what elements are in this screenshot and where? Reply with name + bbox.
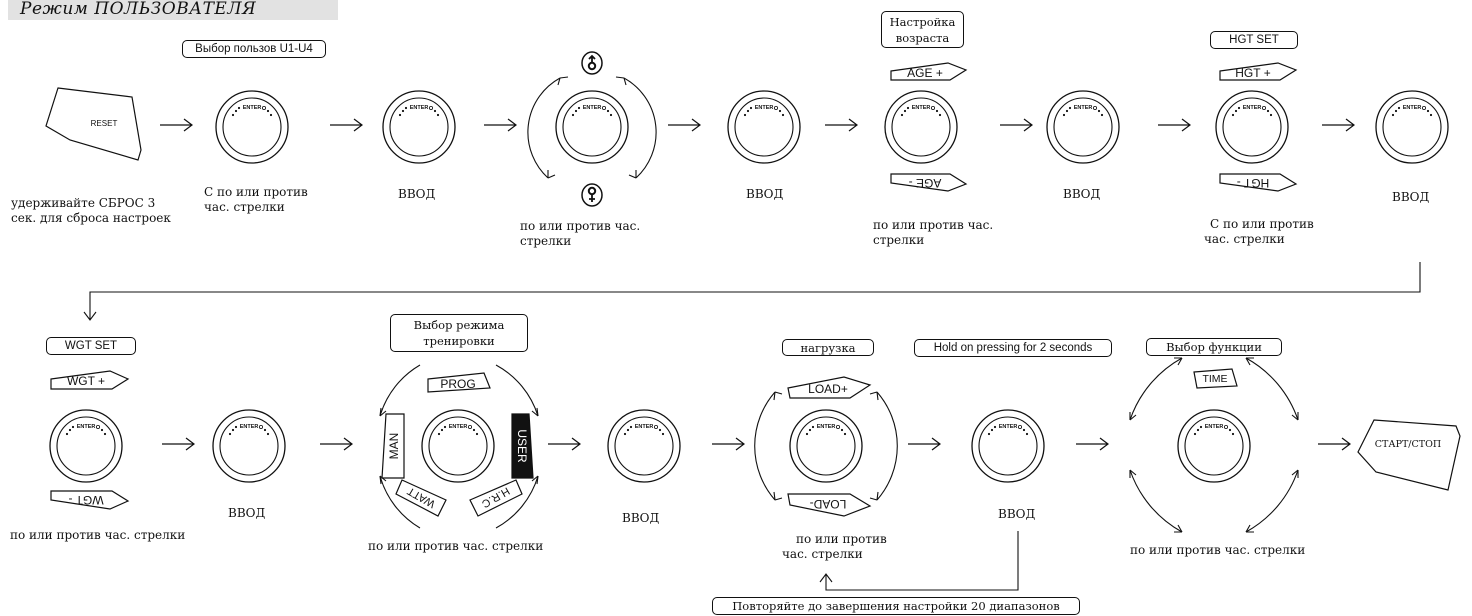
function-caption: по или против час. стрелки [1130,543,1306,557]
female-icon [581,183,603,207]
wgt-set-box: WGT SET [46,337,136,355]
age-minus-button [890,173,968,192]
age-box-line2: возраста [895,31,950,45]
reset-caption-line1: удерживайте СБРОС 3 [11,196,156,210]
enter-knob[interactable] [727,90,801,164]
load-plus-label: LOAD+ [808,382,848,396]
enter-knob[interactable] [884,90,958,164]
enter-knob[interactable] [215,90,289,164]
enter-caption: ВВОД [398,187,436,201]
enter-knob[interactable] [555,90,629,164]
age-setting-box: Настройка возраста [881,11,964,48]
mode-box-line1: Выбор режима [413,318,505,332]
load-caption-line1: по или против [796,532,887,546]
gender-caption-line2: стрелки [520,234,572,248]
repeat-box: Повторяйте до завершения настройки 20 ди… [712,597,1080,615]
wgt-plus-label: WGT + [67,374,105,388]
enter-caption: ВВОД [746,187,784,201]
load-plus-button [787,376,872,399]
male-icon [581,51,603,75]
enter-knob[interactable] [971,409,1045,483]
wgt-minus-label: WGT - [68,493,103,507]
load-minus-button [787,493,872,517]
repeat-loop [819,531,1019,591]
enter-caption: ВВОД [1063,187,1101,201]
enter-caption: ВВОД [998,507,1036,521]
enter-knob[interactable] [607,409,681,483]
start-stop-label: СТАРТ/СТОП [1375,439,1441,450]
enter-caption: ВВОД [1392,190,1430,204]
load-caption-line2: час. стрелки [782,547,863,561]
enter-knob[interactable] [789,409,863,483]
hgt-minus-label: HGT - [1237,176,1269,190]
hgt-set-box: HGT SET [1210,31,1298,49]
mode-man-label: MAN [387,433,401,460]
age-caption-line1: по или против час. [873,218,994,232]
wgt-minus-button [50,490,130,510]
enter-knob[interactable] [382,90,456,164]
age-minus-label: AGE - [909,176,942,190]
rotation-ring [527,76,657,179]
wgt-caption: по или против час. стрелки [10,528,186,542]
mode-man-button [381,413,405,479]
age-plus-button [890,62,968,81]
hgt-caption-line1: С по или против [1210,217,1314,231]
hgt-caption-line2: час. стрелки [1204,232,1285,246]
mode-hrc-button [469,479,523,517]
enter-knob[interactable] [49,409,123,483]
enter-knob[interactable] [1375,90,1449,164]
user-select-label: Выбор пользов U1-U4 [182,40,326,58]
mode-box-line2: тренировки [423,334,495,348]
gender-caption-line1: по или против час. [520,219,641,233]
enter-knob[interactable] [421,409,495,483]
enter-knob[interactable] [212,409,286,483]
reset-key-label: RESET [91,119,118,128]
enter-caption: ВВОД [228,506,266,520]
load-minus-label: LOAD- [810,497,847,511]
time-button [1193,368,1238,389]
mode-select-box: Выбор режима тренировки [390,314,528,352]
mode-watt-button [395,479,447,517]
enter-knob[interactable] [1046,90,1120,164]
function-ring [1129,357,1299,533]
mode-user-button [511,413,534,479]
mode-caption: по или против час. стрелки [368,539,544,553]
row-connector [83,262,1421,321]
start-stop-key [1357,419,1461,491]
enter-knob[interactable] [1215,90,1289,164]
user-select-caption-line2: час. стрелки [204,200,285,214]
function-select-box: Выбор функции [1146,338,1282,356]
mode-prog-button [427,372,491,393]
enter-caption: ВВОД [622,511,660,525]
age-plus-label: AGE + [907,66,943,80]
age-box-line1: Настройка [889,15,956,29]
reset-caption-line2: сек. для сброса настроек [11,211,171,225]
mode-user-label: USER [515,429,529,463]
load-ring [754,391,898,501]
age-caption-line2: стрелки [873,233,925,247]
load-box: нагрузка [782,339,874,356]
user-select-caption-line1: С по или против [204,185,308,199]
enter-knob[interactable] [1177,409,1251,483]
wgt-plus-button [50,370,130,390]
reset-key [45,87,142,161]
page-title: Режим ПОЛЬЗОВАТЕЛЯ [8,0,338,20]
hgt-minus-button [1219,173,1298,192]
mode-prog-label: PROG [440,377,475,391]
hgt-plus-label: HGT + [1235,66,1270,80]
hold-box: Hold on pressing for 2 seconds [914,339,1112,357]
hgt-plus-button [1219,62,1298,81]
time-label: TIME [1202,373,1227,385]
mode-ring [379,364,539,529]
